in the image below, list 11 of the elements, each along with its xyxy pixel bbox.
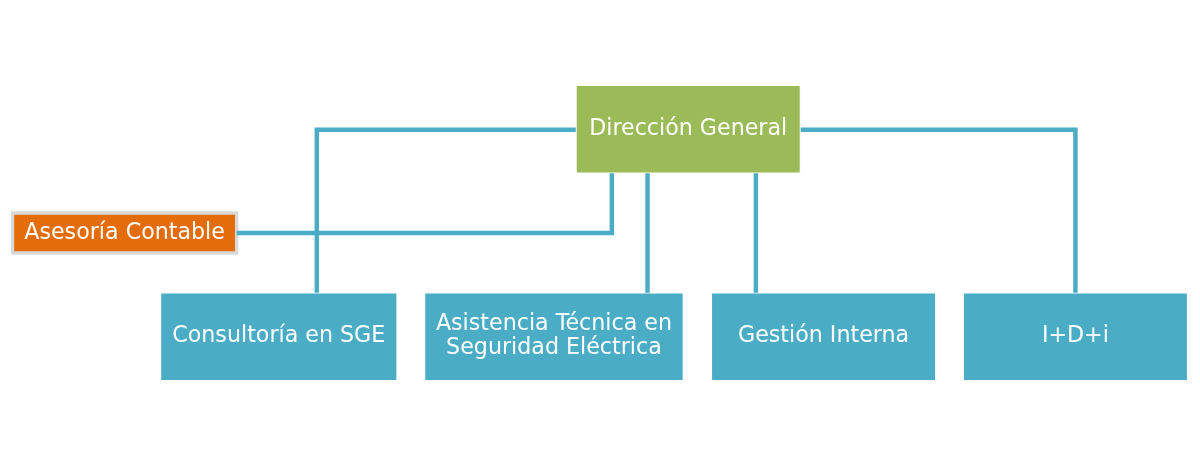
node-box: Asesoría Contable bbox=[10, 210, 239, 255]
node-box: Asistencia Técnica en Seguridad Eléctrica bbox=[424, 291, 684, 381]
connector bbox=[753, 172, 759, 293]
connector bbox=[314, 127, 576, 293]
connector bbox=[236, 172, 615, 235]
connector bbox=[800, 127, 1078, 293]
node-box: I+D+i bbox=[962, 291, 1189, 381]
node-box: Gestión Interna bbox=[710, 291, 937, 381]
node-box: Dirección General bbox=[575, 84, 801, 174]
connector bbox=[645, 172, 650, 293]
node-box: Consultoría en SGE bbox=[160, 291, 398, 381]
